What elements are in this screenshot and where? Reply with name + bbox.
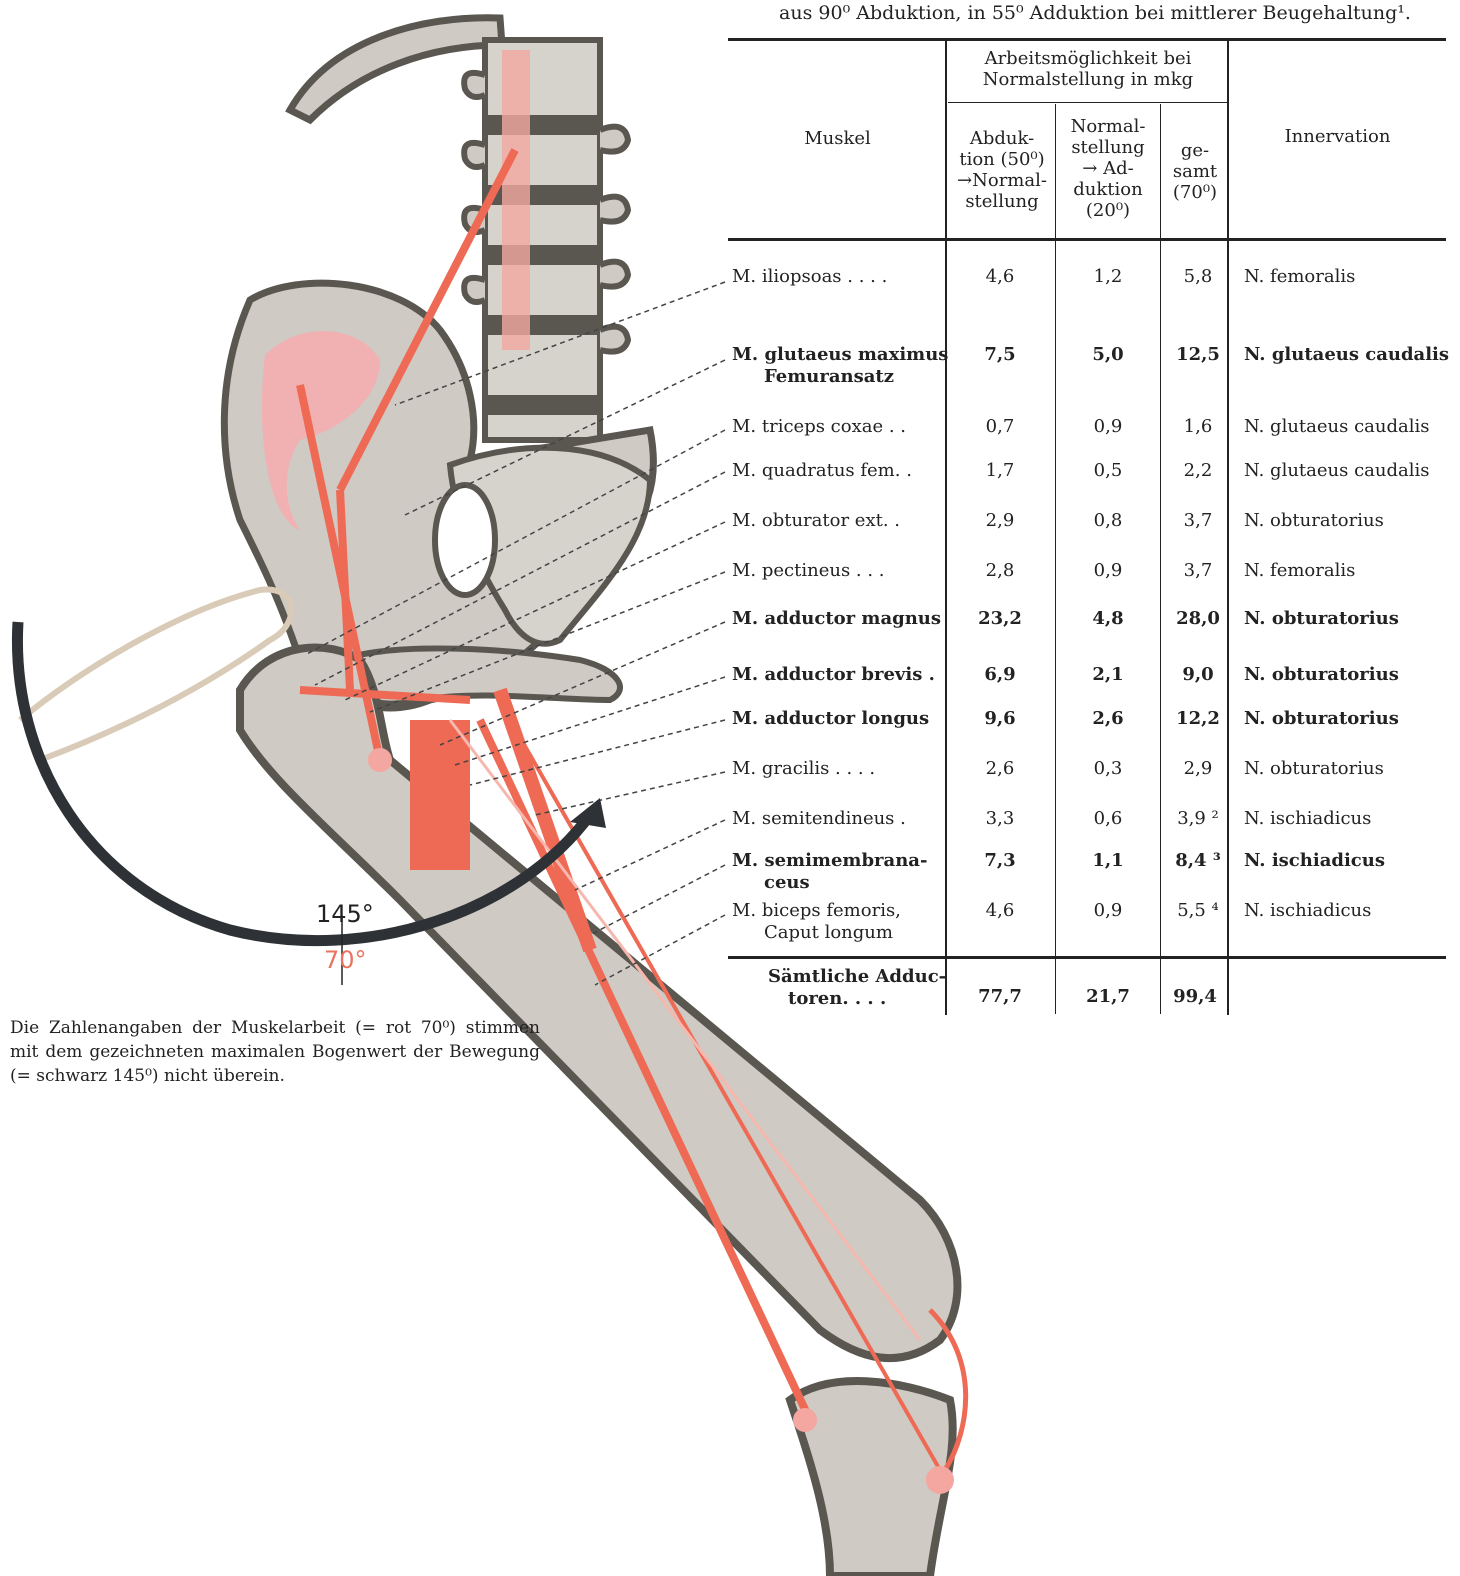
header-muskel: Muskel bbox=[730, 128, 945, 149]
table-cell-ges: 8,4 ³ bbox=[1158, 850, 1238, 872]
table-row-muskel: M. adductor longus bbox=[732, 708, 929, 730]
table-row-muskel: M. biceps femoris,Caput longum bbox=[732, 900, 901, 944]
lumbar-spine bbox=[464, 40, 628, 440]
header-gesamt: ge-samt(70⁰) bbox=[1162, 140, 1228, 203]
table-cell-ges: 3,9 ² bbox=[1158, 808, 1238, 830]
table-cell-innervation: N. femoralis bbox=[1244, 560, 1355, 582]
header-innervation: Innervation bbox=[1230, 126, 1445, 147]
total-gesamt: 99,4 bbox=[1155, 986, 1235, 1008]
table-cell-norm: 0,5 bbox=[1068, 460, 1148, 482]
table-cell-ges: 28,0 bbox=[1158, 608, 1238, 630]
header-normalstellung: Normal-stellung→ Ad-duktion(20⁰) bbox=[1056, 116, 1160, 221]
table-cell-norm: 1,2 bbox=[1068, 266, 1148, 288]
table-cell-abd: 2,6 bbox=[960, 758, 1040, 780]
total-abduktion: 77,7 bbox=[960, 986, 1040, 1008]
table-row-muskel: M. obturator ext. . bbox=[732, 510, 900, 532]
table-cell-innervation: N. obturatorius bbox=[1244, 608, 1399, 630]
table-cell-ges: 2,9 bbox=[1158, 758, 1238, 780]
rib-bone bbox=[290, 18, 502, 120]
table-cell-norm: 0,9 bbox=[1068, 416, 1148, 438]
arc-arrowhead bbox=[570, 798, 606, 828]
table-cell-abd: 9,6 bbox=[960, 708, 1040, 730]
table-cell-ges: 9,0 bbox=[1158, 664, 1238, 686]
table-row-muskel: M. adductor brevis . bbox=[732, 664, 935, 686]
table-row-muskel: M. triceps coxae . . bbox=[732, 416, 906, 438]
total-normalstellung: 21,7 bbox=[1068, 986, 1148, 1008]
table-cell-innervation: N. ischiadicus bbox=[1244, 850, 1385, 872]
table-cell-abd: 4,6 bbox=[960, 266, 1040, 288]
table-cell-innervation: N. obturatorius bbox=[1244, 664, 1399, 686]
total-label: Sämtliche Adduc-toren. . . . bbox=[768, 966, 946, 1010]
table-cell-norm: 5,0 bbox=[1068, 344, 1148, 366]
table-cell-norm: 0,8 bbox=[1068, 510, 1148, 532]
table-cell-abd: 4,6 bbox=[960, 900, 1040, 922]
table-cell-abd: 2,9 bbox=[960, 510, 1040, 532]
table-row-muskel: M. semitendineus . bbox=[732, 808, 906, 830]
table-cell-abd: 1,7 bbox=[960, 460, 1040, 482]
table-cell-norm: 2,1 bbox=[1068, 664, 1148, 686]
table-cell-abd: 0,7 bbox=[960, 416, 1040, 438]
table-cell-abd: 7,5 bbox=[960, 344, 1040, 366]
table-cell-innervation: N. ischiadicus bbox=[1244, 808, 1371, 830]
table-row-muskel: M. pectineus . . . bbox=[732, 560, 885, 582]
angle-black-label: 145° bbox=[316, 900, 374, 928]
table-cell-norm: 2,6 bbox=[1068, 708, 1148, 730]
table-row-muskel: M. adductor magnus bbox=[732, 608, 941, 630]
table-row-muskel: M. semimembrana-ceus bbox=[732, 850, 927, 894]
table-cell-ges: 2,2 bbox=[1158, 460, 1238, 482]
table-cell-innervation: N. obturatorius bbox=[1244, 510, 1384, 532]
table-cell-norm: 0,9 bbox=[1068, 900, 1148, 922]
table-row-muskel: M. gracilis . . . . bbox=[732, 758, 875, 780]
table-cell-innervation: N. glutaeus caudalis bbox=[1244, 416, 1430, 438]
table-cell-abd: 3,3 bbox=[960, 808, 1040, 830]
table-cell-innervation: N. femoralis bbox=[1244, 266, 1355, 288]
figure-caption: Die Zahlenangaben der Muskelarbeit (= ro… bbox=[10, 1016, 540, 1088]
table-cell-ges: 12,5 bbox=[1158, 344, 1238, 366]
table-cell-ges: 3,7 bbox=[1158, 560, 1238, 582]
table-cell-abd: 7,3 bbox=[960, 850, 1040, 872]
table-cell-ges: 12,2 bbox=[1158, 708, 1238, 730]
table-cell-norm: 4,8 bbox=[1068, 608, 1148, 630]
table-cell-ges: 3,7 bbox=[1158, 510, 1238, 532]
table-row-muskel: M. iliopsoas . . . . bbox=[732, 266, 887, 288]
table-cell-abd: 23,2 bbox=[960, 608, 1040, 630]
table-cell-ges: 5,5 ⁴ bbox=[1158, 900, 1238, 922]
table-cell-abd: 2,8 bbox=[960, 560, 1040, 582]
table-cell-innervation: N. glutaeus caudalis bbox=[1244, 344, 1449, 366]
table-cell-abd: 6,9 bbox=[960, 664, 1040, 686]
table-cell-innervation: N. obturatorius bbox=[1244, 758, 1384, 780]
table-cell-ges: 5,8 bbox=[1158, 266, 1238, 288]
table-row-muskel: M. quadratus fem. . bbox=[732, 460, 912, 482]
table-cell-norm: 1,1 bbox=[1068, 850, 1148, 872]
header-abduktion: Abduk-tion (50⁰)→Normal-stellung bbox=[948, 128, 1056, 212]
table-cell-innervation: N. glutaeus caudalis bbox=[1244, 460, 1430, 482]
table-cell-norm: 0,3 bbox=[1068, 758, 1148, 780]
table-cell-innervation: N. ischiadicus bbox=[1244, 900, 1371, 922]
table-header-line: aus 90⁰ Abduktion, in 55⁰ Adduktion bei … bbox=[745, 2, 1445, 24]
table-cell-ges: 1,6 bbox=[1158, 416, 1238, 438]
table-cell-norm: 0,9 bbox=[1068, 560, 1148, 582]
table-cell-innervation: N. obturatorius bbox=[1244, 708, 1399, 730]
angle-red-label: 70° bbox=[324, 946, 367, 974]
table-cell-norm: 0,6 bbox=[1068, 808, 1148, 830]
